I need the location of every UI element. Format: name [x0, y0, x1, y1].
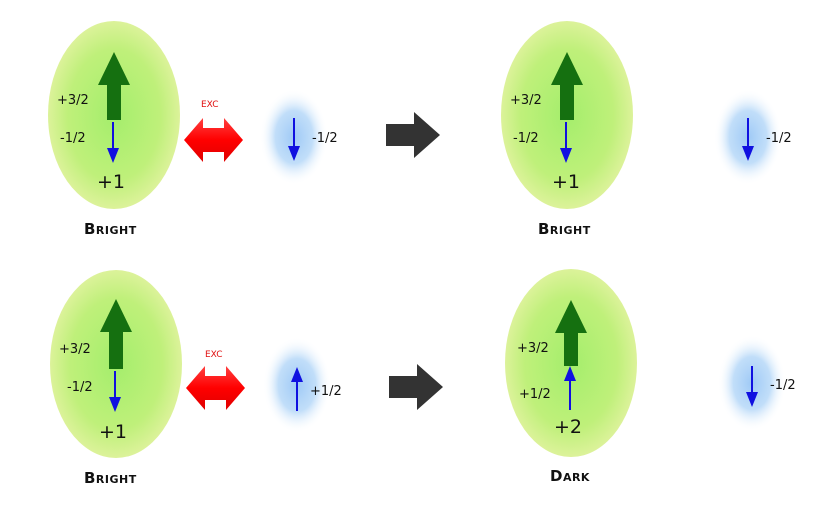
state-label-after-row1: Bright	[538, 220, 591, 238]
big-spin-label: +3/2	[57, 93, 89, 108]
exc-double-arrow-row1: EXC	[184, 100, 243, 162]
row-1: +3/2 -1/2 +1 Bright EXC -1/2 +3/2	[48, 21, 792, 238]
total-spin-label: +1	[97, 171, 125, 193]
partner-after-row1: -1/2	[714, 89, 792, 185]
small-spin-up-arrow	[564, 366, 576, 381]
exciton-before-row2: +3/2 -1/2 +1	[50, 270, 182, 458]
total-spin-label: +1	[99, 421, 127, 443]
partner-down-arrow	[288, 146, 300, 161]
small-spin-label: -1/2	[67, 380, 93, 395]
partner-before-row2: +1/2	[263, 337, 342, 433]
exc-arrow-shape	[186, 366, 245, 410]
small-spin-label: -1/2	[513, 131, 539, 146]
small-spin-label: +1/2	[519, 387, 551, 402]
transition-arrow-row2	[389, 364, 443, 410]
partner-spin-label: +1/2	[310, 384, 342, 399]
state-label-before-row1: Bright	[84, 220, 137, 238]
small-spin-label: -1/2	[60, 131, 86, 146]
partner-up-arrow	[291, 367, 303, 382]
state-label-after-row2: Dark	[550, 467, 590, 485]
row-2: +3/2 -1/2 +1 Bright EXC +1/2 +3/2	[50, 269, 796, 487]
transition-arrow-row1	[386, 112, 440, 158]
big-spin-up-arrow	[555, 300, 587, 366]
partner-spin-label: -1/2	[766, 131, 792, 146]
exc-label: EXC	[201, 100, 218, 110]
big-spin-up-arrow	[551, 52, 583, 120]
big-spin-label: +3/2	[517, 341, 549, 356]
partner-down-arrow	[742, 146, 754, 161]
small-spin-down-arrow	[560, 148, 572, 163]
partner-after-row2: -1/2	[718, 335, 796, 431]
big-spin-label: +3/2	[510, 93, 542, 108]
exciton-after-row2: +3/2 +1/2 +2	[505, 269, 637, 457]
exc-double-arrow-row2: EXC	[186, 350, 245, 410]
exciton-after-row1: +3/2 -1/2 +1	[501, 21, 633, 209]
big-spin-label: +3/2	[59, 342, 91, 357]
partner-spin-label: -1/2	[770, 378, 796, 393]
exc-arrow-shape	[184, 118, 243, 162]
big-spin-up-arrow	[98, 52, 130, 120]
big-spin-up-arrow	[100, 299, 132, 369]
partner-before-row1: -1/2	[260, 89, 338, 185]
exc-label: EXC	[205, 350, 222, 360]
exciton-before-row1: +3/2 -1/2 +1	[48, 21, 180, 209]
small-spin-down-arrow	[107, 148, 119, 163]
total-spin-label: +1	[552, 171, 580, 193]
state-label-before-row2: Bright	[84, 469, 137, 487]
small-spin-down-arrow	[109, 397, 121, 412]
partner-down-arrow	[746, 392, 758, 407]
partner-spin-label: -1/2	[312, 131, 338, 146]
total-spin-label: +2	[554, 416, 582, 438]
